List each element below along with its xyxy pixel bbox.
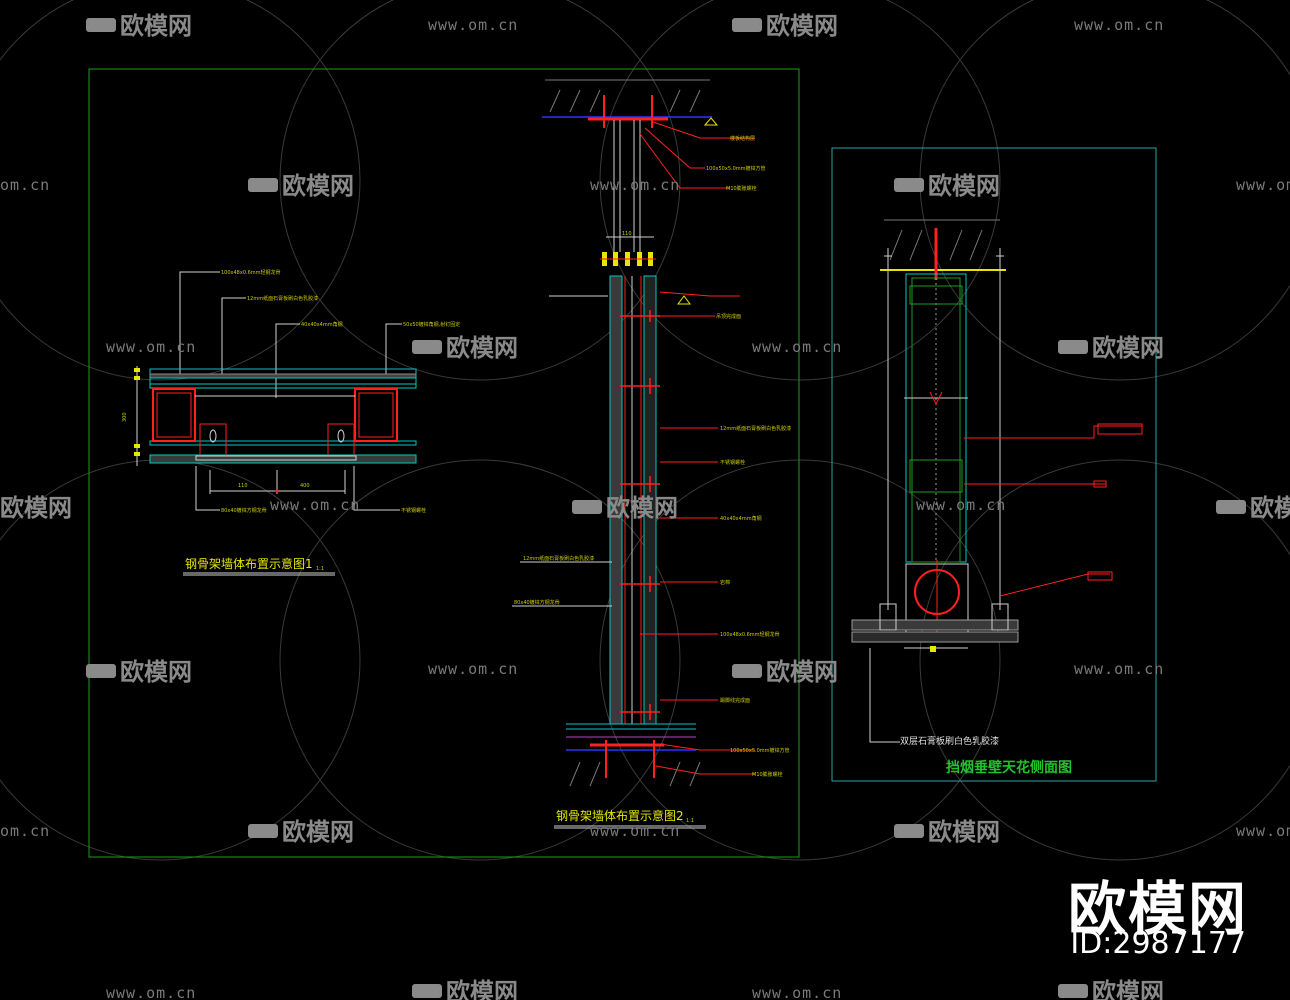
drawing-frame-right <box>831 147 1157 782</box>
watermark-arcs <box>0 0 1290 861</box>
svg-text:100x48x0.6mm轻钢龙骨: 100x48x0.6mm轻钢龙骨 <box>221 269 281 276</box>
plan2-scale: 1:1 <box>686 818 694 824</box>
svg-text:欧模网: 欧模网 <box>282 172 354 200</box>
section-note: 双层石膏板刷白色乳胶漆 <box>900 735 999 747</box>
watermark-logo-10: 欧模网 <box>86 658 192 686</box>
svg-text:欧模网: 欧模网 <box>606 494 678 522</box>
svg-text:吊顶完成面: 吊顶完成面 <box>716 313 741 320</box>
watermark-url-12: om.cn <box>0 822 50 840</box>
watermark-logo-13: 欧模网 <box>894 818 1000 846</box>
svg-text:不锈钢螺栓: 不锈钢螺栓 <box>401 507 426 514</box>
svg-text:12mm纸面石膏板刷白色乳胶漆: 12mm纸面石膏板刷白色乳胶漆 <box>720 425 791 432</box>
watermark-logo-15: 欧模网 <box>1058 978 1164 1000</box>
svg-text:欧模网: 欧模网 <box>1250 494 1290 522</box>
svg-text:40x40x4mm角钢: 40x40x4mm角钢 <box>720 515 762 522</box>
svg-text:欧模网: 欧模网 <box>446 978 518 1000</box>
section-title: 挡烟垂壁天花侧面图 <box>946 759 1072 776</box>
watermark-logo-5: 欧模网 <box>412 334 518 362</box>
plan2-section: 楼板结构层 100x50x5.0mm镀锌方管 M10膨胀螺栓 110 <box>512 79 791 829</box>
svg-text:欧模网: 欧模网 <box>120 12 192 40</box>
svg-text:300: 300 <box>122 412 128 422</box>
watermark-url-11: www.om.cn <box>1074 660 1164 678</box>
svg-text:M10膨胀螺栓: M10膨胀螺栓 <box>726 185 757 192</box>
svg-text:M10膨胀螺栓: M10膨胀螺栓 <box>752 771 783 778</box>
watermark-url-7: www.om.cn <box>752 338 842 356</box>
svg-text:欧模网: 欧模网 <box>1092 334 1164 362</box>
watermark-logo-2: 欧模网 <box>732 12 838 40</box>
watermark-url-15: www.om.cn <box>106 984 196 1000</box>
watermark-url-3: om.cn <box>0 176 50 194</box>
svg-text:12mm纸面石膏板刷白色乳胶漆: 12mm纸面石膏板刷白色乳胶漆 <box>247 295 318 302</box>
svg-text:欧模网: 欧模网 <box>766 658 838 686</box>
plan1-dim-a: 110 <box>238 483 248 489</box>
watermark-url-6: www.om.cn <box>106 338 196 356</box>
svg-text:欧模网: 欧模网 <box>282 818 354 846</box>
watermark-logo-9: 欧模网 <box>1216 494 1290 522</box>
drawing-frame-left <box>88 68 800 858</box>
watermark-url-16: www.om.cn <box>752 984 842 1000</box>
svg-text:80x40镀锌方钢龙骨: 80x40镀锌方钢龙骨 <box>514 599 560 606</box>
svg-text:岩棉: 岩棉 <box>720 579 730 586</box>
smoke-barrier-section: 双层石膏板刷白色乳胶漆 挡烟垂壁天花侧面图 <box>851 219 1143 776</box>
plan2-dim-top: 110 <box>622 231 632 237</box>
watermark-url-10: www.om.cn <box>428 660 518 678</box>
watermark-url-5: www.om.cn <box>1236 176 1290 194</box>
svg-text:欧模网: 欧模网 <box>0 494 72 522</box>
watermark-logo-14: 欧模网 <box>412 978 518 1000</box>
watermark-url-14: www.om.cn <box>1236 822 1290 840</box>
svg-text:12mm纸面石膏板刷白色乳胶漆: 12mm纸面石膏板刷白色乳胶漆 <box>523 555 594 562</box>
watermark-url-13: www.om.cn <box>590 822 680 840</box>
svg-text:100x48x0.6mm轻钢龙骨: 100x48x0.6mm轻钢龙骨 <box>720 631 780 638</box>
plan1-dim-b: 400 <box>300 483 310 489</box>
svg-text:100x50x5.0mm镀锌方管: 100x50x5.0mm镀锌方管 <box>730 747 790 754</box>
watermark-logo-6: 欧模网 <box>1058 334 1164 362</box>
plan2-title: 钢骨架墙体布置示意图2 <box>556 808 684 823</box>
watermark-logo-11: 欧模网 <box>732 658 838 686</box>
svg-text:欧模网: 欧模网 <box>1092 978 1164 1000</box>
watermark-logo-12: 欧模网 <box>248 818 354 846</box>
brand-logo-text: 欧模网 <box>1067 875 1248 943</box>
svg-text:100x50x5.0mm镀锌方管: 100x50x5.0mm镀锌方管 <box>706 165 766 172</box>
svg-text:欧模网: 欧模网 <box>928 172 1000 200</box>
watermark-logo-4: 欧模网 <box>894 172 1000 200</box>
svg-text:楼板结构层: 楼板结构层 <box>730 135 755 142</box>
watermark-url-8: www.om.cn <box>270 496 360 514</box>
plan1-section: 100x48x0.6mm轻钢龙骨 12mm纸面石膏板刷白色乳胶漆 40x40x4… <box>122 269 460 576</box>
plan1-scale: 1:1 <box>316 566 324 572</box>
plan1-title: 钢骨架墙体布置示意图1 <box>185 556 313 571</box>
watermark-url-4: www.om.cn <box>590 176 680 194</box>
watermark-url-9: www.om.cn <box>916 496 1006 514</box>
watermark-url-2: www.om.cn <box>1074 16 1164 34</box>
svg-text:不锈钢螺栓: 不锈钢螺栓 <box>720 459 745 466</box>
watermark-logo-3: 欧模网 <box>248 172 354 200</box>
svg-text:40x40x4mm角钢: 40x40x4mm角钢 <box>301 321 343 328</box>
svg-text:踢脚线完成面: 踢脚线完成面 <box>720 697 750 704</box>
svg-text:50x50镀锌角钢,射钉固定: 50x50镀锌角钢,射钉固定 <box>403 321 460 328</box>
watermark-logo-7: 欧模网 <box>0 494 72 522</box>
svg-text:欧模网: 欧模网 <box>928 818 1000 846</box>
watermark-layer: 欧模网 欧模网 欧模网 欧模网 欧模网 欧模网 欧模网 欧模网 欧模网 欧模网 … <box>0 12 1290 1000</box>
brand-id: ID:2987177 <box>1070 926 1246 961</box>
svg-text:80x40镀锌方钢龙骨: 80x40镀锌方钢龙骨 <box>221 507 267 514</box>
watermark-url-1: www.om.cn <box>428 16 518 34</box>
watermark-logo-1: 欧模网 <box>86 12 192 40</box>
svg-text:欧模网: 欧模网 <box>766 12 838 40</box>
watermark-logo-8: 欧模网 <box>572 494 678 522</box>
svg-text:欧模网: 欧模网 <box>120 658 192 686</box>
svg-text:欧模网: 欧模网 <box>446 334 518 362</box>
